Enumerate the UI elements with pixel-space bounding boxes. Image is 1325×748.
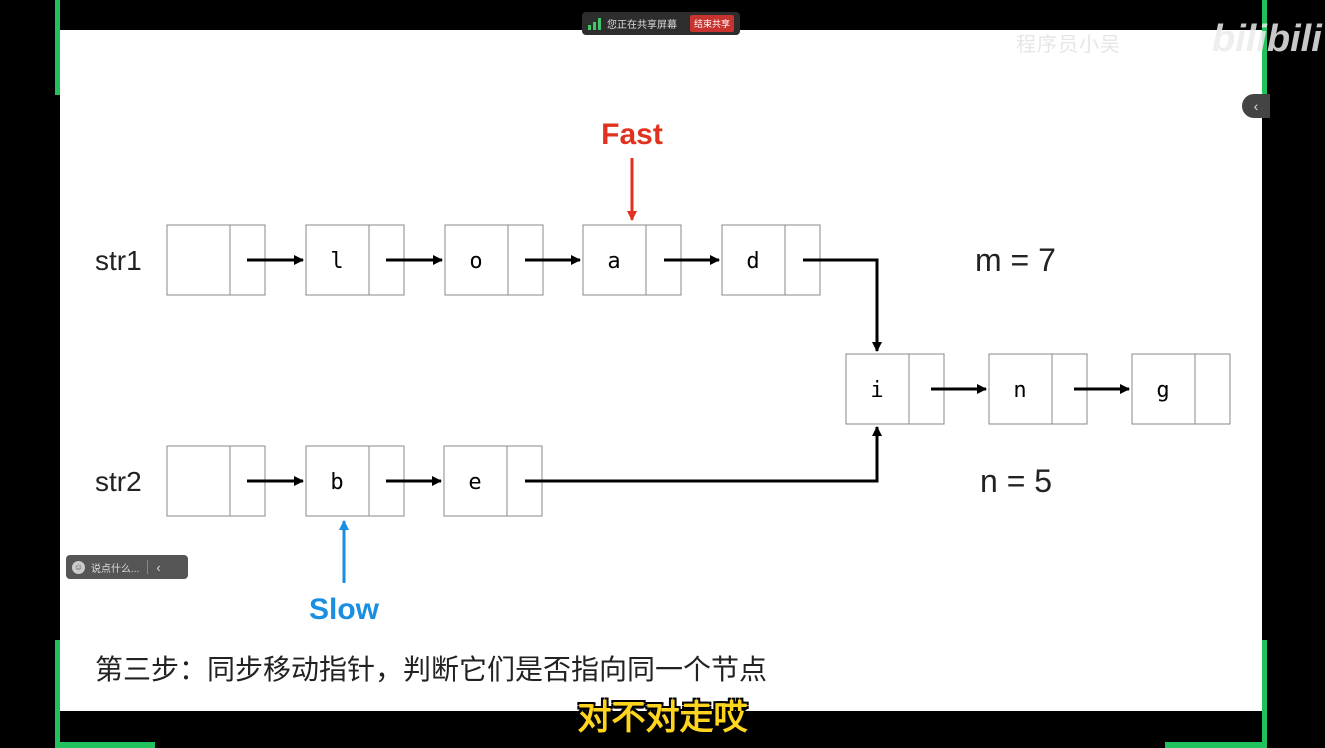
frame-border [55, 640, 60, 748]
fast-pointer-label: Fast [601, 118, 663, 151]
node-common-2: g [1131, 353, 1231, 425]
slow-pointer-label: Slow [309, 593, 380, 626]
chevron-left-icon[interactable]: ‹ [156, 559, 161, 575]
node-value: e [468, 470, 481, 495]
str1-label: str1 [95, 245, 142, 276]
divider [147, 560, 149, 574]
node-value: a [607, 249, 620, 274]
str2-label: str2 [95, 466, 142, 497]
node-common-0: i [845, 353, 945, 425]
frame-border [55, 742, 155, 748]
collapse-panel-button[interactable]: ‹ [1242, 94, 1270, 118]
node-value: n [1013, 378, 1026, 403]
node-value: g [1156, 378, 1169, 403]
node-value: l [330, 249, 343, 274]
chat-input[interactable]: ☺ 说点什么... ‹ [66, 555, 188, 579]
frame-border [55, 0, 60, 95]
node-value: i [870, 378, 883, 403]
next-arrow [803, 258, 882, 352]
bilibili-logo: bilibili [1212, 18, 1322, 60]
frame-border [1262, 0, 1267, 95]
end-share-button[interactable]: 结束共享 [689, 15, 734, 32]
m-length-label: m = 7 [975, 242, 1056, 278]
signal-icon [588, 17, 601, 30]
watermark-text: 程序员小吴 [1016, 34, 1121, 56]
node-str1-0 [166, 224, 266, 296]
frame-border [1262, 640, 1267, 748]
video-subtitle: 对不对走哎 [577, 698, 748, 738]
node-value: d [746, 249, 759, 274]
next-arrow [525, 426, 882, 483]
share-status-text: 您正在共享屏幕 [607, 20, 677, 31]
frame-border [1165, 742, 1267, 748]
node-value: b [330, 470, 343, 495]
chat-placeholder: 说点什么... [91, 563, 140, 575]
screen-share-bar: 您正在共享屏幕 结束共享 [582, 12, 740, 35]
node-common-1: n [988, 353, 1088, 425]
emoji-icon[interactable]: ☺ [72, 560, 85, 574]
step-description: 第三步：同步移动指针，判断它们是否指向同一个节点 [95, 653, 768, 686]
chevron-left-icon: ‹ [1253, 98, 1259, 114]
n-length-label: n = 5 [980, 463, 1052, 499]
node-value: o [469, 249, 482, 274]
